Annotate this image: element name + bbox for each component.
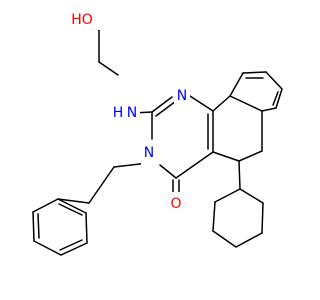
- bond: [59, 239, 83, 251]
- amine-n-label: N: [127, 105, 137, 121]
- bond: [212, 151, 240, 162]
- atom-labels: HO H N N N O: [70, 10, 190, 216]
- bond: [275, 88, 283, 109]
- bond: [212, 201, 216, 232]
- bond: [238, 160, 241, 190]
- ring-nitrogen-top-label: N: [177, 88, 187, 104]
- chemical-structure-drawing: HO H N N N O: [32, 10, 283, 256]
- bond: [265, 71, 283, 90]
- bond: [175, 151, 214, 179]
- bond: [239, 188, 264, 204]
- bond: [272, 91, 279, 106]
- bond: [32, 198, 59, 213]
- label-background: [174, 84, 190, 108]
- amine-h-label: H: [113, 105, 124, 121]
- bond: [32, 211, 35, 242]
- bond: [33, 240, 62, 256]
- bond: [261, 107, 277, 112]
- bond: [88, 166, 115, 204]
- bond: [229, 95, 263, 112]
- bonds: [32, 21, 283, 256]
- carbonyl-oxygen-label: O: [170, 196, 181, 212]
- hydroxyl-label: HO: [71, 12, 93, 28]
- bond: [214, 188, 241, 203]
- label-background: [70, 10, 100, 30]
- bond: [235, 232, 263, 248]
- bond: [37, 213, 40, 239]
- bond: [212, 230, 237, 248]
- ring-nitrogen-lower-label: N: [144, 145, 154, 161]
- bond: [212, 95, 231, 112]
- label-background: [112, 101, 140, 125]
- bond: [159, 164, 177, 179]
- bond: [242, 71, 267, 74]
- bond: [189, 95, 214, 112]
- label-background: [168, 192, 184, 216]
- bond: [155, 100, 177, 117]
- label-background: [141, 141, 157, 165]
- bond: [229, 72, 244, 97]
- bond: [98, 61, 119, 76]
- bond: [58, 203, 83, 216]
- bond: [151, 96, 173, 113]
- bond: [261, 202, 264, 234]
- bond: [60, 242, 88, 256]
- bond: [57, 198, 87, 214]
- bond: [57, 198, 90, 204]
- bond: [238, 150, 263, 162]
- bond: [85, 212, 88, 244]
